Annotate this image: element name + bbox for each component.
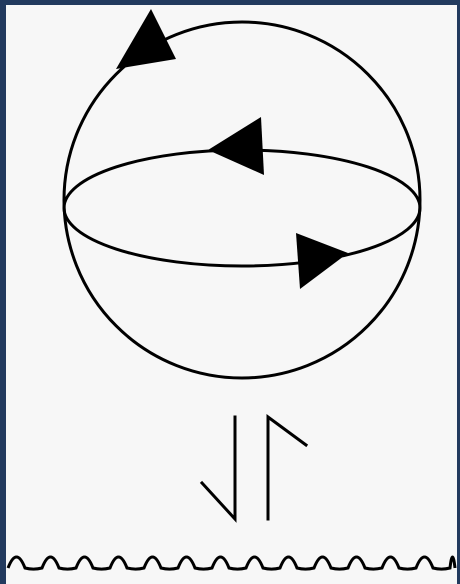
harpoon-up [268, 417, 306, 519]
rotating-sphere-diagram [6, 5, 457, 584]
sphere-outline [64, 22, 420, 378]
equator-arrow-back [208, 117, 264, 175]
wavy-line [8, 557, 455, 569]
equator-arrow-front [296, 233, 348, 289]
equilibrium-arrows [202, 417, 306, 519]
harpoon-down [202, 417, 235, 519]
equator-ellipse [64, 150, 420, 266]
diagram-canvas [6, 5, 457, 584]
